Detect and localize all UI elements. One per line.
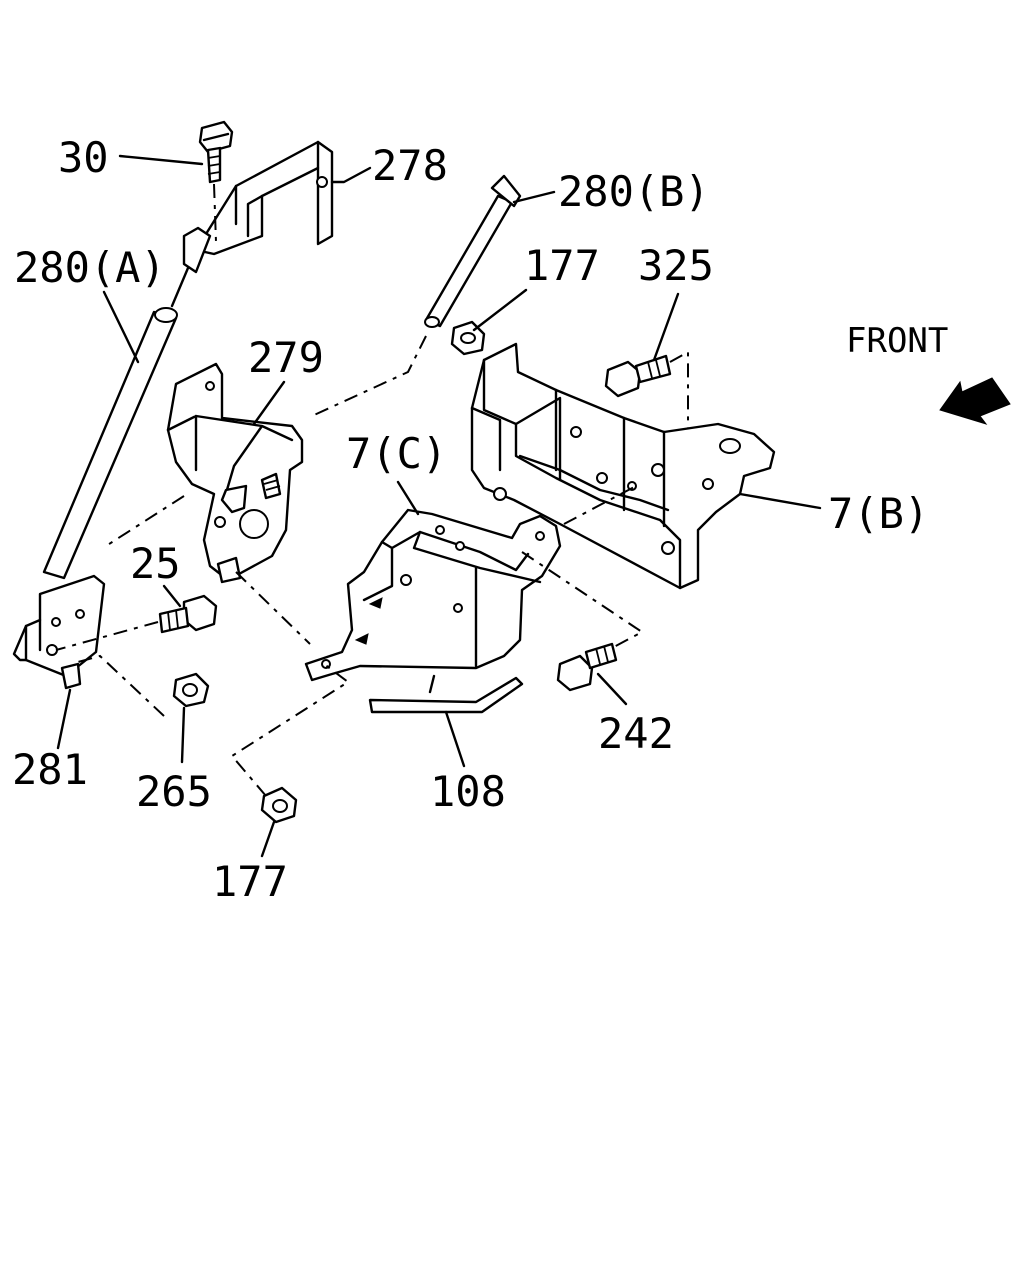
callout-242: 242	[598, 709, 674, 758]
front-indicator: FRONT	[846, 321, 1011, 425]
callout-177-top: 177	[524, 241, 600, 290]
callout-7-b: 7(B)	[828, 489, 929, 538]
nut-177-bottom	[230, 663, 350, 824]
callout-108: 108	[430, 767, 506, 816]
callout-281: 281	[12, 745, 88, 794]
callout-177-bottom: 177	[212, 857, 288, 906]
callout-278: 278	[372, 141, 448, 190]
bracket-279	[105, 362, 311, 645]
callout-7-c: 7(C)	[346, 429, 447, 478]
callout-30: 30	[58, 133, 109, 182]
front-label: FRONT	[846, 321, 948, 361]
bracket-7b	[470, 342, 776, 590]
bracket-281	[12, 574, 106, 690]
bolt-30	[198, 120, 234, 243]
bracket-7c	[304, 485, 644, 682]
callout-labels: 30 278 280(A) 280(B) 177 325 279 7(C) 7(…	[12, 133, 929, 906]
nut-265	[77, 654, 210, 717]
front-arrow-icon	[939, 377, 1011, 425]
strip-108	[368, 674, 524, 714]
callout-25: 25	[130, 539, 181, 588]
bolt-242	[556, 642, 618, 692]
bolt-25	[55, 594, 218, 651]
callout-325: 325	[638, 241, 714, 290]
leader-lines	[56, 154, 822, 858]
callout-279: 279	[248, 333, 324, 382]
rod-280-a	[42, 266, 190, 580]
nut-177-top	[450, 320, 486, 356]
rod-280-b	[311, 174, 522, 417]
bracket-278	[182, 140, 334, 274]
callout-280-b: 280(B)	[558, 167, 710, 216]
callout-265: 265	[136, 767, 212, 816]
callout-280-a: 280(A)	[14, 243, 166, 292]
